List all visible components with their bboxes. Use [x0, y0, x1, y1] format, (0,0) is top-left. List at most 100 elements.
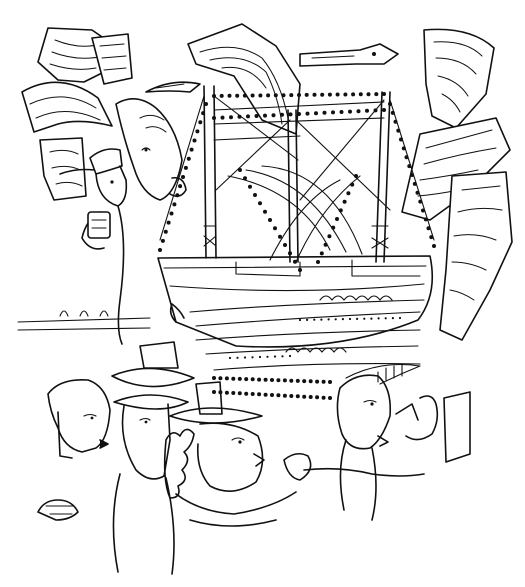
rigging-dot: [235, 93, 240, 98]
rigging-dot: [160, 238, 165, 243]
rigging-dot: [412, 181, 417, 186]
rigging-dot: [338, 208, 343, 213]
rigging-dot: [348, 317, 352, 321]
rigging-dot: [236, 356, 239, 359]
rigging-dot: [350, 182, 355, 187]
rigging-dot: [266, 93, 271, 98]
rigging-dot: [258, 201, 262, 206]
rigging-dot: [231, 391, 236, 395]
rigging-dot: [393, 119, 398, 124]
rigging-dot: [212, 116, 216, 120]
rigging-dot: [293, 259, 297, 264]
rigging-dot: [304, 92, 309, 97]
rigging-dot: [308, 395, 313, 399]
rigging-dot: [263, 377, 268, 382]
plank-right-lower: [439, 171, 513, 341]
rigging-dot: [189, 147, 194, 152]
rigging-dot: [192, 138, 197, 143]
rigging-dot: [365, 108, 369, 113]
rigging-dot: [306, 318, 309, 321]
rigging-dot: [327, 92, 332, 97]
rigging-dot: [282, 393, 287, 398]
rigging-dot: [263, 113, 267, 118]
rigging-dot: [181, 175, 185, 179]
rigging-dot: [302, 394, 307, 399]
rigging-dot: [388, 102, 392, 106]
rigging-dot: [314, 111, 318, 116]
rigging-dot: [166, 220, 171, 225]
figure-left-woman: [37, 378, 111, 521]
rigging-dot: [281, 355, 284, 358]
rigging-dot: [228, 356, 232, 360]
rigging-dot: [313, 318, 316, 321]
rigging-dot: [302, 379, 307, 384]
rigging-dot: [370, 317, 373, 320]
rigging-dot: [280, 112, 284, 117]
rigging-dot: [334, 318, 337, 321]
rigging-dot: [398, 316, 402, 320]
rigging-dot: [399, 137, 403, 142]
rigging-dot: [305, 111, 310, 116]
rigging-dot: [288, 354, 292, 358]
ship: [157, 85, 434, 348]
sea-waves: [189, 295, 425, 385]
plank-top-left-small: [91, 33, 133, 85]
rigging-dot: [248, 184, 252, 189]
rigging-dot: [321, 395, 326, 400]
plank-top-right: [423, 28, 495, 129]
rigging-dot: [283, 243, 287, 247]
rigging-dot: [244, 391, 249, 396]
rope-dotted-line: [212, 376, 332, 400]
rigging-dot: [229, 115, 233, 120]
rigging-dots: [158, 92, 436, 272]
rigging-dot: [246, 114, 250, 119]
rigging-dot: [373, 108, 378, 113]
rigging-dot: [391, 317, 394, 320]
rigging-dot: [339, 110, 344, 114]
rigging-dot: [253, 193, 257, 197]
rigging-dot: [342, 199, 347, 204]
figure-man-hat-center: [112, 394, 189, 575]
rigging-dot: [374, 92, 379, 97]
rigging-dot: [366, 92, 371, 97]
rigging-dot: [212, 94, 216, 98]
rigging-dot: [421, 208, 425, 213]
rigging-dot: [289, 378, 294, 383]
rigging-dot: [335, 217, 339, 221]
rigging-dot: [270, 378, 274, 382]
figure-hands-with-paper: [283, 391, 471, 481]
rigging-dot: [401, 146, 406, 151]
rigging-dot: [244, 377, 249, 382]
rigging-dot: [308, 379, 313, 384]
rigging-dot: [315, 379, 320, 384]
rigging-dot: [331, 110, 335, 115]
rigging-dot: [212, 390, 216, 394]
rigging-dot: [237, 376, 242, 381]
rigging-dot: [172, 202, 177, 207]
rigging-dot: [418, 199, 423, 204]
bird-left: [145, 81, 201, 93]
rigging-dot: [410, 173, 414, 177]
rigging-dot: [195, 129, 200, 134]
rigging-dot: [237, 114, 242, 119]
rigging-dot: [404, 155, 409, 160]
rigging-dot: [198, 120, 203, 125]
rigging-dot: [295, 378, 300, 383]
rigging-dot: [341, 318, 344, 321]
figure-bald-man: [303, 374, 425, 521]
rigging-dot: [289, 93, 294, 98]
rigging-dot: [201, 111, 206, 116]
rigging-dot: [218, 390, 223, 395]
rigging-dot: [384, 317, 387, 320]
rigging-dot: [224, 376, 229, 381]
rigging-dot: [276, 378, 281, 383]
rigging-dot: [257, 392, 262, 397]
rigging-dot: [407, 164, 412, 169]
rigging-dot: [328, 396, 332, 400]
rigging-dot: [158, 248, 162, 252]
rigging-dot: [327, 234, 332, 239]
rigging-dot: [273, 226, 277, 231]
rigging-dot: [315, 395, 320, 400]
figure-tall-face: [115, 98, 187, 201]
